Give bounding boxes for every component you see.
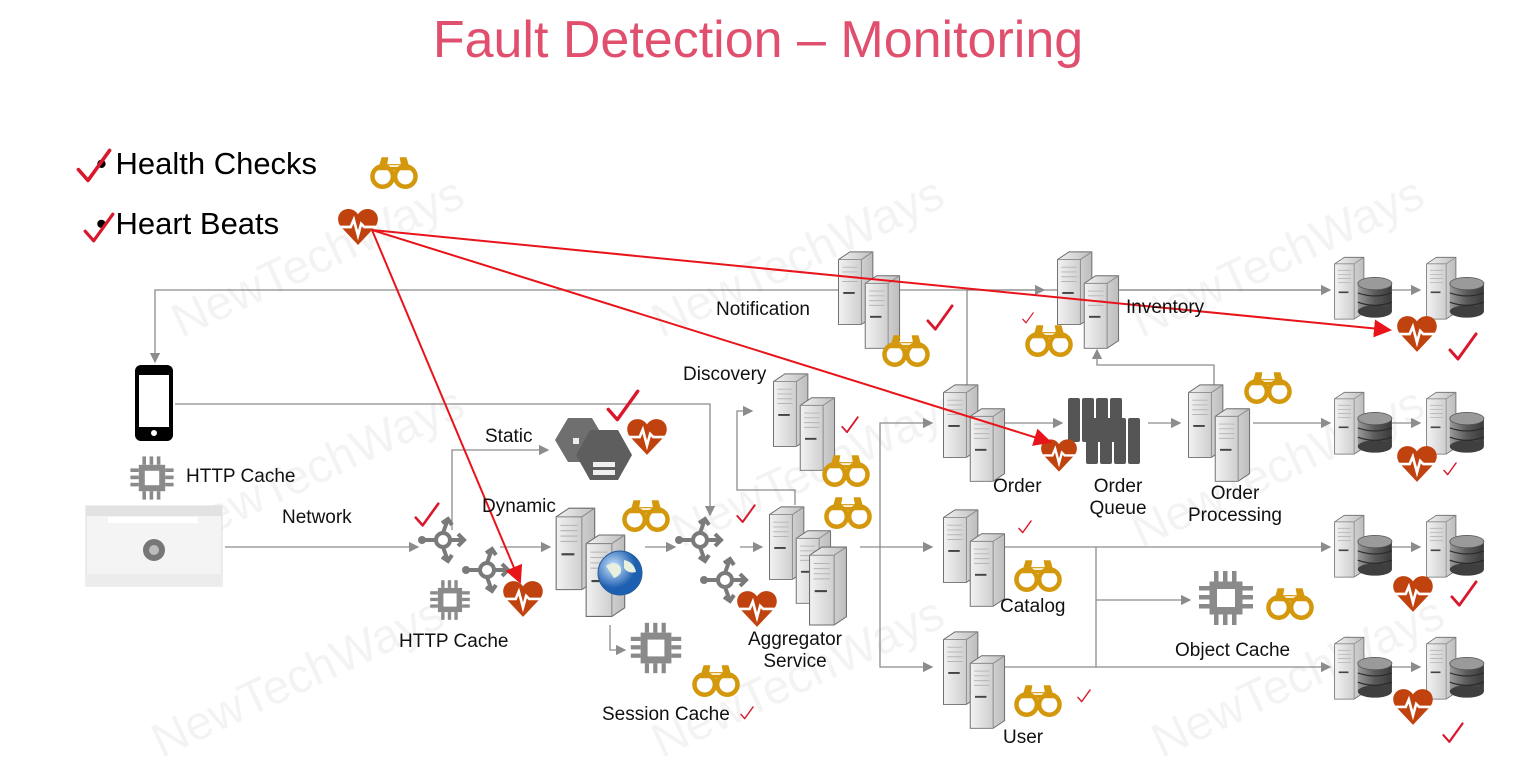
label-order: Order xyxy=(993,476,1042,497)
label-client-http-cache: HTTP Cache xyxy=(186,466,296,487)
label-line: Order xyxy=(1093,476,1143,497)
heartbeat-icon xyxy=(1392,688,1434,726)
order-queue-icon xyxy=(1068,398,1140,464)
binoculars-icon xyxy=(1016,560,1059,589)
label-user: User xyxy=(1003,727,1044,748)
smartphone-icon xyxy=(135,365,173,441)
user-server-icon xyxy=(944,632,1005,728)
catalog-server-icon xyxy=(944,510,1005,606)
session-cache-chip-icon xyxy=(630,622,682,674)
heartbeat-arrows xyxy=(371,229,1392,584)
check-mark-icon xyxy=(606,389,640,422)
heartbeat-icon xyxy=(736,590,778,628)
database-server-icon xyxy=(1427,515,1484,577)
label-catalog: Catalog xyxy=(1000,596,1066,617)
binoculars-icon xyxy=(1268,588,1311,617)
order-processing-server-icon xyxy=(1189,385,1250,481)
database-server-icon xyxy=(1335,257,1392,319)
binoculars-icon xyxy=(1016,685,1059,714)
label-line: Queue xyxy=(1089,498,1147,519)
check-mark-icon xyxy=(739,706,755,720)
discovery-server-icon xyxy=(774,374,835,470)
load-balancer-icon xyxy=(418,517,466,563)
database-server-icon xyxy=(1427,257,1484,319)
label-session-cache: Session Cache xyxy=(602,704,730,725)
chip-icon xyxy=(130,456,174,500)
binoculars-icon xyxy=(1027,325,1070,354)
database-server-icon xyxy=(1335,515,1392,577)
label-network: Network xyxy=(282,507,352,528)
check-mark-icon xyxy=(1022,312,1034,324)
load-balancer-icon xyxy=(700,557,748,603)
database-server-icon xyxy=(1427,637,1484,699)
label-dynamic: Dynamic xyxy=(482,496,556,517)
label-inventory: Inventory xyxy=(1126,297,1205,318)
order-server-icon xyxy=(944,385,1005,481)
bullet-label: Heart Beats xyxy=(115,206,280,241)
label-line: Service xyxy=(763,651,827,672)
label-object-cache: Object Cache xyxy=(1175,640,1291,661)
label-line: Aggregator xyxy=(747,629,842,650)
label-notification: Notification xyxy=(716,299,810,320)
page-title: Fault Detection – Monitoring xyxy=(432,11,1084,69)
label-discovery: Discovery xyxy=(683,364,767,385)
check-mark-icon xyxy=(1449,580,1479,608)
check-mark-icon xyxy=(76,148,112,183)
check-mark-icon xyxy=(1448,332,1478,361)
check-mark-icon xyxy=(1443,462,1457,476)
check-mark-icon xyxy=(926,304,954,331)
check-mark-icon xyxy=(841,416,859,434)
check-mark-icon xyxy=(1076,689,1092,703)
browser-window-icon xyxy=(85,505,223,587)
heartbeat-icon xyxy=(1396,315,1438,353)
heartbeat-icon xyxy=(502,580,544,618)
bullet-heart-beats: • Heart Beats xyxy=(96,206,280,241)
check-mark-icon xyxy=(736,504,756,524)
static-storage-icon xyxy=(555,418,632,480)
label-static: Static xyxy=(485,426,533,447)
object-cache-chip-icon xyxy=(1199,571,1253,625)
label-lb-http-cache: HTTP Cache xyxy=(399,631,509,652)
database-server-icon xyxy=(1427,392,1484,454)
database-server-icon xyxy=(1335,392,1392,454)
label-line: Order xyxy=(1210,483,1260,504)
check-mark-icon xyxy=(1441,722,1465,744)
chip-icon xyxy=(430,580,470,620)
globe-icon xyxy=(597,550,643,596)
label-line: Processing xyxy=(1188,505,1282,526)
heartbeat-icon xyxy=(1040,438,1078,473)
heartbeat-icon xyxy=(1392,575,1434,613)
check-mark-icon xyxy=(83,212,115,243)
check-mark-icon xyxy=(414,502,440,527)
check-mark-icon xyxy=(1018,520,1032,534)
binoculars-icon xyxy=(1246,372,1289,401)
notification-server-icon xyxy=(839,252,900,348)
aggregator-server-icon xyxy=(808,546,848,626)
load-balancer-icon xyxy=(462,547,510,593)
binoculars-icon xyxy=(372,157,415,186)
database-server-icon xyxy=(1335,637,1392,699)
heartbeat-icon xyxy=(626,418,668,456)
binoculars-icon xyxy=(694,665,737,694)
heartbeat-icon xyxy=(336,208,380,246)
load-balancer-icon xyxy=(675,517,723,563)
bullet-label: Health Checks xyxy=(115,146,318,181)
binoculars-icon xyxy=(826,497,869,526)
heartbeat-icon xyxy=(1396,445,1438,483)
binoculars-icon xyxy=(624,500,667,529)
connection-lines xyxy=(149,284,1422,673)
